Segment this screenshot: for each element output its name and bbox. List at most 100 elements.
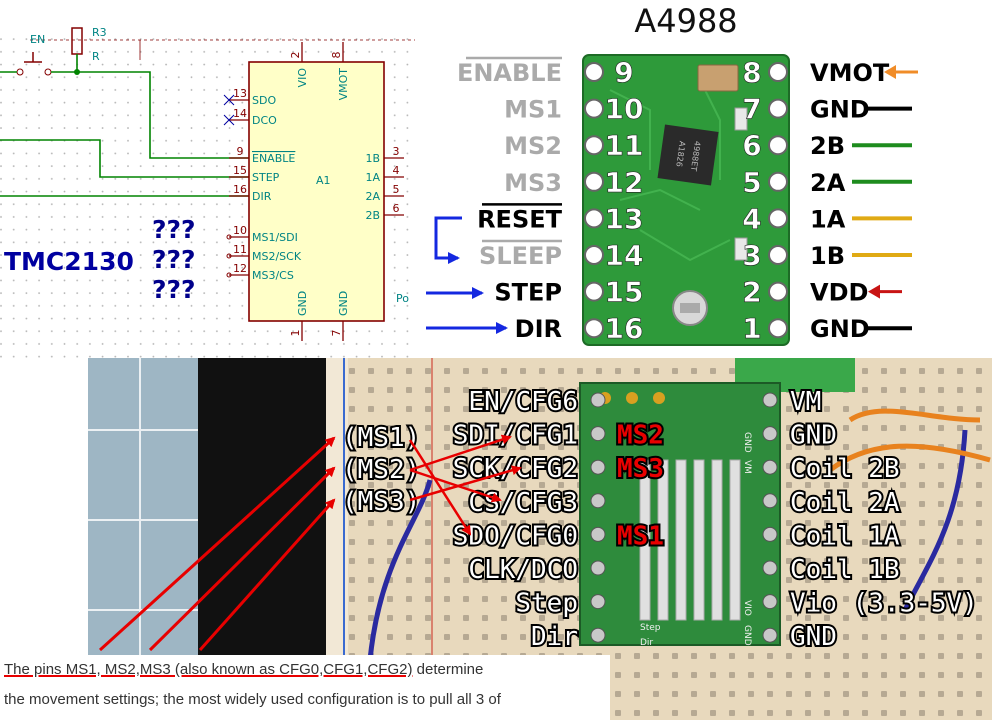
- header-pin: [762, 493, 778, 509]
- ms-labels: (MS1)(MS2)(MS3): [340, 421, 422, 519]
- pin-label: Step: [515, 589, 578, 619]
- header-pin: [590, 526, 606, 542]
- pin-label: CS/CFG3: [468, 488, 578, 518]
- pin-hole: [768, 171, 788, 192]
- driver-symbol-box: [248, 61, 385, 322]
- pin-number: 12: [605, 166, 644, 199]
- ms-label: (MS1): [342, 423, 420, 453]
- pad: [626, 392, 638, 404]
- pin-label: VMOT: [810, 59, 890, 87]
- pin-hole: [768, 208, 788, 229]
- pin-number: 3: [742, 239, 761, 272]
- mapping-arrows: [408, 434, 522, 536]
- button-switch: EN: [16, 33, 52, 76]
- caption-line-1: The pins MS1, MS2,MS3 (also known as CFG…: [4, 655, 610, 685]
- pin-name: MS2/SCK: [252, 250, 302, 263]
- pin-number: 13: [605, 202, 644, 235]
- pin-hole: [584, 245, 604, 265]
- question-mark: ???: [152, 215, 196, 244]
- pin-label: VDD: [810, 279, 868, 307]
- pin-hole: [768, 281, 788, 302]
- pin-number: 7: [742, 93, 761, 126]
- caption-underlined: The pins MS1, MS2,MS3 (also known as CFG…: [4, 661, 413, 678]
- pin-name: ENABLE: [252, 152, 295, 165]
- pin-number: 15: [233, 164, 247, 177]
- pin-number: 16: [605, 312, 644, 345]
- pin-number: 11: [233, 243, 247, 256]
- pin-label: STEP: [494, 279, 562, 307]
- silk-label: GND: [742, 625, 752, 646]
- caption-arrow: [198, 498, 336, 651]
- a4988-panel: A4988 4988ET A1826 9ENABLE10MS111MS212MS…: [415, 0, 992, 358]
- pin-name: 2B: [365, 209, 380, 222]
- mapping-arrow: [408, 439, 472, 536]
- a4988-title: A4988: [634, 2, 737, 40]
- pin-label: 2B: [810, 132, 845, 160]
- pin-label: GND: [790, 622, 837, 652]
- pin-label: SDO/CFG0: [453, 521, 578, 551]
- silk-label: VM: [742, 460, 752, 474]
- junction-dot: [74, 69, 80, 75]
- arrow-marker: [868, 284, 880, 299]
- pin-label: GND: [790, 421, 837, 451]
- pin-label: GND: [810, 315, 870, 343]
- pin-number: 10: [233, 224, 247, 237]
- header-pin: [590, 560, 606, 576]
- question-mark: ???: [152, 275, 196, 304]
- schematic-panel: EN R3 R A1 Po 13SDO14DCO9ENABLE15STEP16D…: [0, 0, 415, 358]
- pin-number: 6: [393, 202, 400, 215]
- header-pin: [762, 526, 778, 542]
- pin-label: MS2: [504, 132, 562, 160]
- pin-number: 9: [614, 56, 633, 89]
- pin-name: GND: [296, 291, 309, 316]
- pin-hole: [584, 318, 604, 339]
- header-pin: [590, 392, 606, 408]
- header-pin: [590, 627, 606, 643]
- resistor-value: R: [92, 50, 100, 63]
- header-pin: [762, 392, 778, 408]
- component-ref: A1: [316, 174, 331, 187]
- header-pin: [590, 426, 606, 442]
- pin-number: 5: [742, 166, 761, 199]
- pin-label: SCK/CFG2: [453, 454, 578, 484]
- heatsink-fin: [729, 459, 741, 621]
- heatsink-fin: [639, 459, 651, 621]
- heatsink-fin: [675, 459, 687, 621]
- pin-number: 8: [742, 56, 761, 89]
- pin-label: 2A: [810, 169, 846, 197]
- pin-label: DIR: [515, 315, 562, 343]
- pin-label: Coil 1B: [790, 555, 900, 585]
- tmc-left-labels: EN/CFG6SDI/CFG1SCK/CFG2CS/CFG3SDO/CFG0CL…: [451, 385, 606, 654]
- mapping-arrow: [409, 468, 502, 503]
- pin-number: 6: [742, 129, 761, 162]
- pin-hole: [768, 98, 788, 119]
- pin-label: Coil 2A: [790, 488, 900, 518]
- pad: [653, 392, 665, 404]
- ms-tag: MS1: [617, 521, 664, 551]
- mapping-arrow: [409, 434, 512, 472]
- mapping-arrow: [409, 465, 522, 502]
- silk-label: Step: [640, 623, 661, 633]
- pin-name: 2A: [365, 190, 380, 203]
- pin-end: [226, 234, 232, 240]
- pin-name: MS3/CS: [252, 269, 294, 282]
- pin-number: 12: [233, 262, 247, 275]
- header-pin: [762, 560, 778, 576]
- control-arrows: [426, 216, 508, 334]
- pin-label: 1A: [810, 205, 846, 233]
- pin-hole: [584, 62, 604, 82]
- chip-label: TMC2130: [4, 247, 134, 276]
- pin-name: VIO: [296, 68, 309, 88]
- pin-number: 1: [742, 312, 761, 345]
- pin-label: Coil 2B: [790, 454, 900, 484]
- pin-label: 1B: [810, 242, 845, 270]
- ic-marking: 4988ET: [689, 140, 702, 171]
- pin-number: 11: [605, 129, 644, 162]
- heatsink-fin: [711, 459, 723, 621]
- pin-label: RESET: [477, 205, 563, 233]
- pin-label: Coil 1A: [790, 521, 900, 551]
